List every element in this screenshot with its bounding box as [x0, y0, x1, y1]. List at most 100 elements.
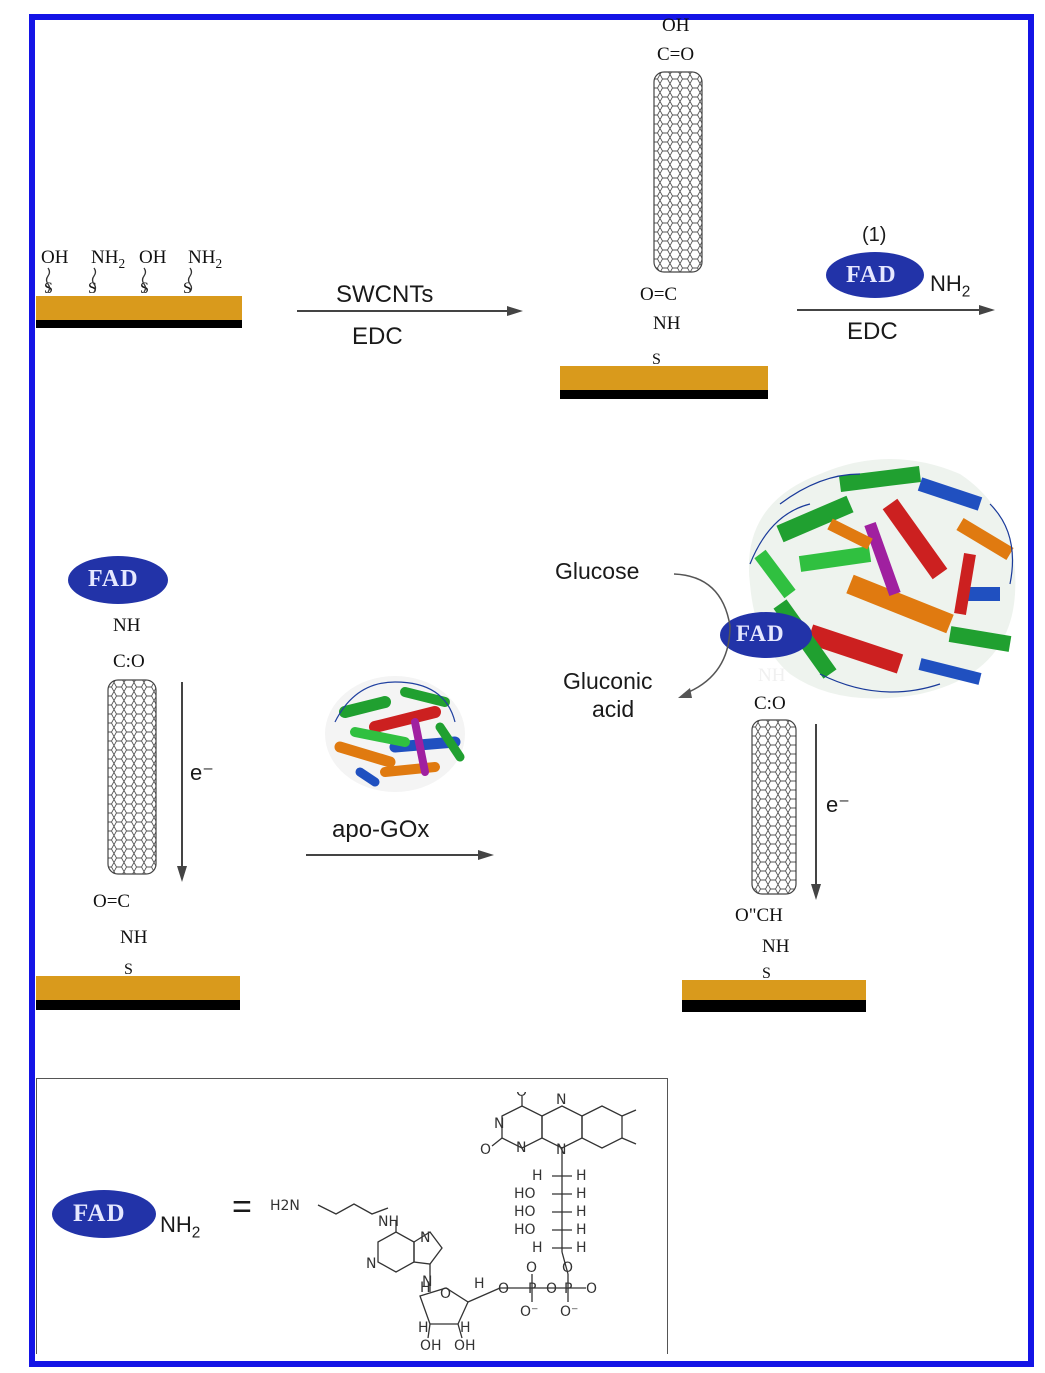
h5-text: H	[532, 1168, 543, 1184]
right-nh-bottom: NH	[762, 936, 790, 957]
nh-text: NH	[378, 1214, 399, 1230]
n7-text: N	[556, 1142, 566, 1158]
nanotube-2	[107, 679, 157, 875]
h2-text: H	[474, 1276, 485, 1292]
p1-text: P	[528, 1281, 536, 1297]
o7-text: O	[480, 1142, 491, 1158]
ho2-text: HO	[514, 1204, 536, 1220]
right-co-top: C:O	[754, 693, 786, 714]
figure-frame	[29, 14, 1034, 1367]
right-och: O"CH	[735, 905, 783, 926]
apo-gox-protein-small	[325, 676, 465, 792]
surface-group-oh-1: OH	[41, 247, 69, 268]
linker-chains-1	[45, 267, 193, 293]
step2-fad-label: FAD	[846, 262, 897, 288]
ho3-text: HO	[514, 1222, 536, 1238]
amine-text: H2N	[270, 1198, 300, 1214]
right-nh-top: NH	[758, 665, 786, 686]
h6-text: H	[576, 1168, 587, 1184]
o1-text: O	[498, 1281, 509, 1297]
h11-text: H	[532, 1240, 543, 1256]
electrode-2	[560, 366, 768, 402]
electron-arrow-right	[811, 724, 821, 900]
oh1-text: OH	[420, 1338, 442, 1354]
reaction-curve	[673, 573, 731, 698]
tube1-oc: O=C	[640, 284, 678, 305]
tube1-s: S	[652, 351, 661, 368]
base-layer	[36, 1000, 240, 1010]
left-s-bottom: S	[124, 961, 133, 978]
gluconic-label-2: acid	[592, 696, 635, 722]
surface-group-nh2-1: NH2	[91, 247, 126, 271]
ho1-text: HO	[514, 1186, 536, 1202]
electron-label-right: e⁻	[826, 792, 850, 817]
n3-text: N	[422, 1274, 432, 1290]
n4-text: N	[494, 1116, 504, 1132]
legend-box	[36, 1078, 668, 1354]
n5-text: N	[516, 1140, 526, 1156]
n6-text: N	[556, 1092, 566, 1108]
ominus2-text: O⁻	[560, 1304, 578, 1320]
gold-layer	[36, 296, 242, 320]
step1-condition: EDC	[352, 323, 403, 350]
gold-layer	[682, 980, 866, 1000]
tube1-oh: OH	[662, 15, 690, 36]
h1-text: H	[420, 1280, 431, 1296]
o4-text: O	[526, 1260, 537, 1276]
surface-group-oh-2: OH	[139, 247, 167, 268]
n2-text: N	[366, 1256, 376, 1272]
gold-layer	[36, 976, 240, 1000]
h7-text: H	[576, 1186, 587, 1202]
left-co-top: C:O	[113, 651, 145, 672]
sulfur-2: S	[88, 280, 97, 297]
step3-arrow	[306, 850, 494, 860]
h9-text: H	[576, 1222, 587, 1238]
electrode-4	[682, 980, 866, 1014]
electrode-1	[36, 296, 242, 332]
nanotube-1	[653, 71, 703, 273]
gluconic-label-1: Gluconic	[563, 668, 653, 694]
n1-text: N	[420, 1230, 430, 1246]
gox-protein-large	[748, 459, 1016, 699]
step1-reagent: SWCNTs	[336, 281, 434, 308]
step2-arrow	[797, 305, 995, 315]
o5-text: O	[562, 1260, 573, 1276]
o3-text: O	[586, 1281, 597, 1297]
base-layer	[560, 390, 768, 399]
fad-nh2-structure: H2N NH N N N O H H O P O P O O O O⁻ O⁻ O…	[270, 1092, 637, 1354]
right-s-bottom: S	[762, 965, 771, 982]
step2-group: NH2	[930, 271, 971, 301]
step2-condition: EDC	[847, 318, 898, 345]
fad-ellipse-left	[68, 556, 168, 604]
left-oc-bottom: O=C	[93, 891, 131, 912]
nanotube-3	[751, 719, 797, 895]
tube1-co-top: C=O	[657, 44, 695, 65]
left-nh-bottom: NH	[120, 927, 148, 948]
electron-label-left: e⁻	[190, 760, 214, 785]
legend-fad-ellipse	[52, 1190, 156, 1238]
h10-text: H	[576, 1240, 587, 1256]
sulfur-3: S	[140, 280, 149, 297]
electron-arrow-left	[177, 682, 187, 882]
oh2-text: OH	[454, 1338, 476, 1354]
left-nh-top: NH	[113, 615, 141, 636]
h3-text: H	[418, 1320, 429, 1336]
legend-group: NH2	[160, 1212, 201, 1242]
sulfur-1: S	[44, 280, 53, 297]
gold-layer	[560, 366, 768, 390]
glucose-label: Glucose	[555, 558, 640, 584]
step2-number: (1)	[862, 224, 887, 246]
step3-reagent: apo-GOx	[332, 816, 430, 843]
tube1-nh: NH	[653, 313, 681, 334]
o-ribose-text: O	[440, 1286, 451, 1302]
step2-fad-ellipse	[826, 252, 924, 298]
legend-equals: =	[232, 1188, 252, 1226]
base-layer	[36, 320, 242, 328]
h4-text: H	[460, 1320, 471, 1336]
h8-text: H	[576, 1204, 587, 1220]
o6-text: O	[516, 1092, 527, 1100]
ominus1-text: O⁻	[520, 1304, 538, 1320]
surface-group-nh2-2: NH2	[188, 247, 223, 271]
legend-fad-label: FAD	[73, 1200, 126, 1227]
fad-ellipse-right	[720, 612, 812, 658]
